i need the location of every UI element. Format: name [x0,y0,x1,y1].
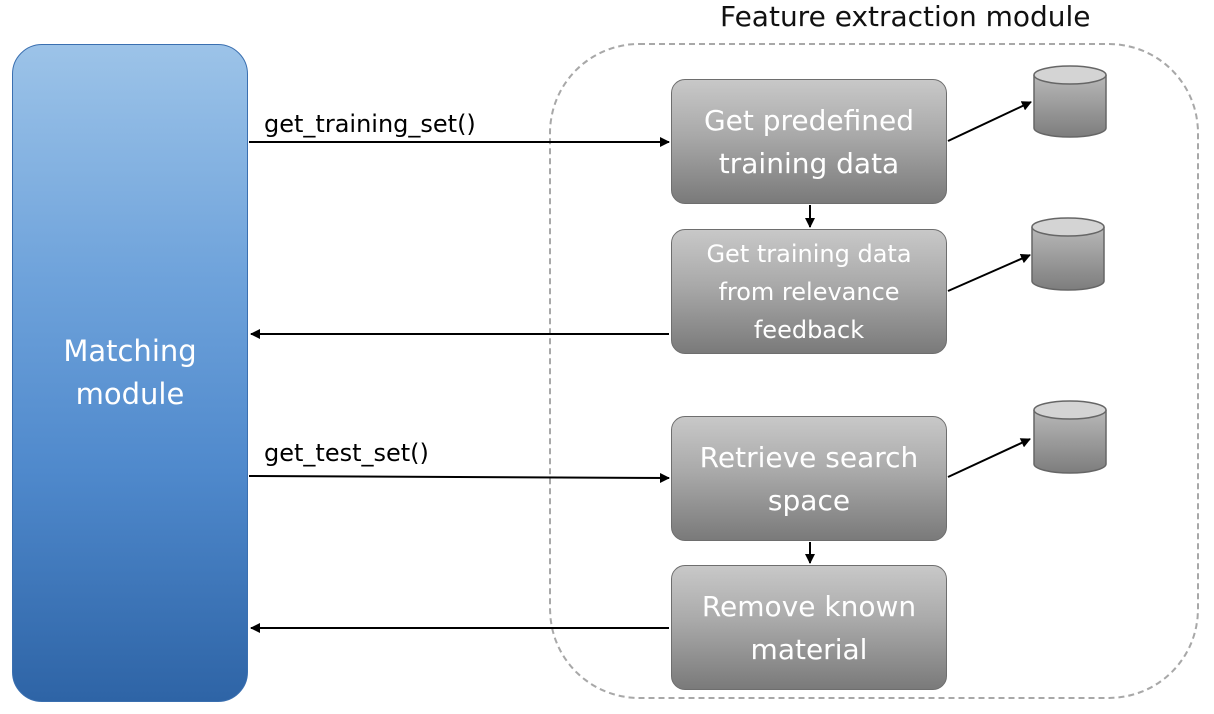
step-label-line: Get training data [706,239,912,268]
step-label-line: from relevance [718,277,900,306]
step-get-predefined-training-data: Get predefined training data [671,79,947,204]
feature-module-container [549,43,1199,699]
arrow-to-db-2 [947,254,1031,292]
step-label-line: training data [718,146,900,180]
step-retrieve-search-space: Retrieve search space [671,416,947,541]
step-label-line: space [767,483,851,517]
step-label-line: feedback [753,315,865,344]
arrow-to-db-3 [947,438,1031,478]
arrow-to-db-1 [947,101,1032,142]
step-label-line: Remove known [701,589,917,623]
step-label-line: Retrieve search [699,440,919,474]
arrow-test-request [248,472,670,483]
step-label-line: Get predefined [703,103,915,137]
matching-module-label-line2: module [75,377,185,411]
database-icon [1033,65,1107,138]
database-icon [1033,400,1107,474]
database-icon [1031,217,1105,291]
step-get-training-data-from-feedback: Get training data from relevance feedbac… [671,229,947,354]
step-remove-known-material: Remove known material [671,565,947,690]
matching-module-label: Matching module [63,330,196,416]
matching-module-label-line1: Matching [63,334,197,368]
get-training-set-label: get_training_set() [264,110,476,138]
matching-module: Matching module [12,44,248,702]
step-label-line: material [750,632,868,666]
get-test-set-label: get_test_set() [264,439,429,467]
feature-module-title: Feature extraction module [720,0,1091,33]
